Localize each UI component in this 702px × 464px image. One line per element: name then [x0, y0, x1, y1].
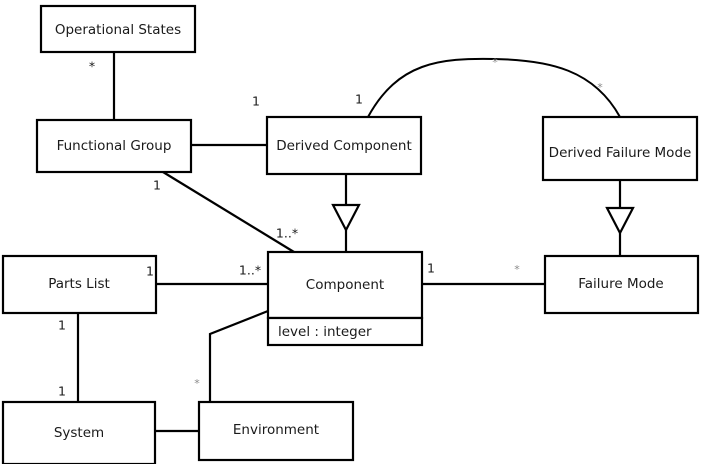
multiplicity-component-failure-mode-star: * [514, 263, 520, 276]
generalization-triangle-derived-failure-mode [605, 206, 635, 236]
multiplicity-arc-apex-star: * [492, 56, 498, 69]
class-name-parts-list: Parts List [48, 276, 110, 292]
association-derived-component-derived-failure-mode [367, 57, 621, 118]
class-box-failure-mode[interactable] [543, 254, 700, 315]
class-system[interactable]: System [1, 400, 157, 464]
multiplicity-component-failure-mode-one: 1 [427, 261, 435, 276]
class-box-system[interactable] [1, 400, 157, 464]
multiplicity-environment-component-star: * [194, 377, 200, 390]
multiplicity-parts-list-system-top-one: 1 [58, 318, 66, 333]
association-functional-group-component [162, 171, 295, 253]
class-name-system: System [54, 425, 104, 441]
class-name-derived-component: Derived Component [276, 138, 412, 154]
class-environment[interactable]: Environment [197, 400, 355, 462]
class-component[interactable]: Component level : integer [266, 250, 424, 347]
generalization-triangle-derived-component [331, 203, 361, 233]
class-name-functional-group: Functional Group [57, 138, 172, 154]
class-derived-component[interactable]: Derived Component [265, 115, 423, 176]
multiplicity-parts-list-system-bottom-one: 1 [58, 384, 66, 399]
association-environment-component [208, 309, 269, 402]
class-functional-group[interactable]: Functional Group [35, 118, 193, 174]
class-box-functional-group[interactable] [35, 118, 193, 174]
class-attribute-component-level: level : integer [278, 324, 372, 340]
class-box-environment[interactable] [197, 400, 355, 462]
class-box-component-attribute-compartment[interactable] [266, 316, 424, 347]
multiplicity-functional-group-component-one: 1 [153, 178, 161, 193]
multiplicity-parts-list-component-one-star: 1..* [239, 263, 261, 278]
class-name-operational-states: Operational States [55, 22, 181, 38]
class-box-component-name-compartment[interactable] [266, 250, 424, 320]
class-parts-list[interactable]: Parts List [1, 254, 158, 315]
class-box-derived-component[interactable] [265, 115, 423, 176]
class-operational-states[interactable]: Operational States [39, 4, 197, 54]
multiplicity-derived-component-one: 1 [252, 94, 260, 109]
multiplicity-functional-group-component-one-star: 1..* [276, 226, 298, 241]
multiplicity-parts-list-one: 1 [146, 264, 154, 279]
class-name-derived-failure-mode: Derived Failure Mode [549, 145, 692, 161]
multiplicity-operational-states-star: * [89, 59, 95, 74]
class-box-operational-states[interactable] [39, 4, 197, 54]
class-name-environment: Environment [233, 422, 319, 438]
multiplicity-arc-derived-failure-mode-star: * [597, 81, 603, 94]
class-box-derived-failure-mode[interactable] [541, 115, 699, 182]
class-name-failure-mode: Failure Mode [578, 276, 664, 292]
class-failure-mode[interactable]: Failure Mode [543, 254, 700, 315]
class-name-component: Component [306, 277, 384, 293]
class-box-parts-list[interactable] [1, 254, 158, 315]
class-derived-failure-mode[interactable]: Derived Failure Mode [541, 115, 699, 182]
multiplicity-arc-derived-component-one: 1 [355, 92, 363, 107]
